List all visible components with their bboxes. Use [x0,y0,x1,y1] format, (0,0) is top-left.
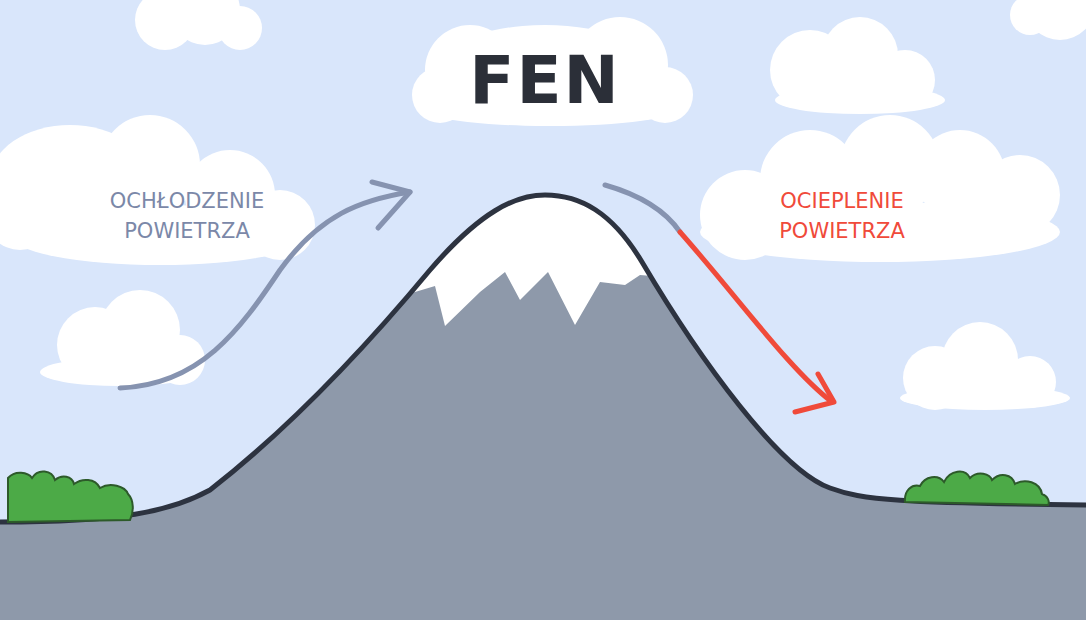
mountain-outline [0,195,1086,522]
diagram-title: FEN [469,42,620,119]
cooling-label: OCHŁODZENIE POWIETRZA [92,186,282,246]
descending-air-arrow [605,185,680,232]
snow-cap [380,180,700,326]
warming-label: OCIEPLENIE POWIETRZA [747,186,937,246]
bush [905,472,1049,505]
arrow-head [795,374,834,412]
bush [8,471,133,522]
air-flow-arrows [120,182,834,412]
warming-air-arrow [680,232,832,402]
arrow-head [372,182,410,228]
